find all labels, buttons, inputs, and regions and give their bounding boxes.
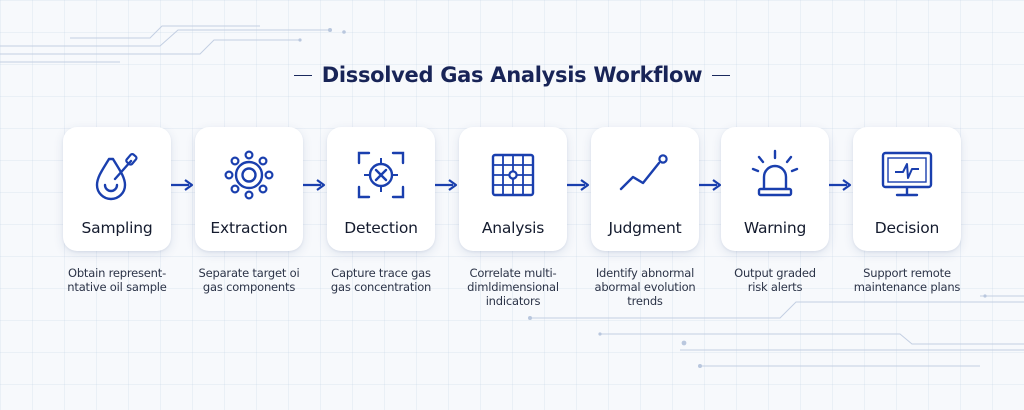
step-label-warning: Warning bbox=[743, 219, 807, 237]
step-desc-analysis: Correlate multi- dimldimensional indicat… bbox=[467, 266, 559, 308]
sensor-scan-icon bbox=[357, 151, 405, 199]
step-label-sampling: Sampling bbox=[81, 219, 153, 237]
data-grid-icon bbox=[491, 153, 535, 197]
alarm-beacon-icon bbox=[751, 149, 799, 197]
arrow-right-icon bbox=[567, 179, 590, 191]
step-label-extraction: Extraction bbox=[210, 219, 288, 237]
oil-drop-pipette-icon bbox=[95, 152, 138, 201]
title-bar: Dissolved Gas Analysis Workflow bbox=[0, 58, 1024, 92]
arrow-right-icon bbox=[303, 179, 326, 191]
arrow-right-icon bbox=[435, 179, 458, 191]
gas-molecule-icon bbox=[224, 150, 274, 200]
title-rule-right bbox=[712, 74, 731, 76]
step-card-analysis: Analysis bbox=[459, 127, 567, 251]
step-card-detection: Detection bbox=[327, 127, 435, 251]
diagram-title: Dissolved Gas Analysis Workflow bbox=[321, 63, 703, 87]
step-desc-judgment: Identify abnormal abormal evolution tren… bbox=[594, 266, 696, 308]
arrow-right-icon bbox=[829, 179, 852, 191]
step-label-detection: Detection bbox=[344, 219, 418, 237]
step-label-judgment: Judgment bbox=[608, 219, 682, 237]
title-rule-left bbox=[293, 74, 312, 76]
step-desc-decision: Support remote maintenance plans bbox=[853, 266, 961, 294]
step-card-judgment: Judgment bbox=[591, 127, 699, 251]
step-card-warning: Warning bbox=[721, 127, 829, 251]
step-desc-warning: Output graded risk alerts bbox=[734, 266, 816, 294]
step-desc-sampling: Obtain represent- ntative oil sample bbox=[67, 266, 167, 294]
monitor-pulse-icon bbox=[881, 151, 933, 197]
step-label-analysis: Analysis bbox=[481, 219, 545, 237]
step-card-extraction: Extraction bbox=[195, 127, 303, 251]
arrow-right-icon bbox=[699, 179, 722, 191]
step-label-decision: Decision bbox=[874, 219, 940, 237]
trend-line-icon bbox=[619, 154, 668, 191]
arrow-right-icon bbox=[171, 179, 194, 191]
step-card-decision: Decision bbox=[853, 127, 961, 251]
step-card-sampling: Sampling bbox=[63, 127, 171, 251]
step-desc-extraction: Separate target oi gas components bbox=[198, 266, 300, 294]
step-desc-detection: Capture trace gas gas concentration bbox=[330, 266, 432, 294]
